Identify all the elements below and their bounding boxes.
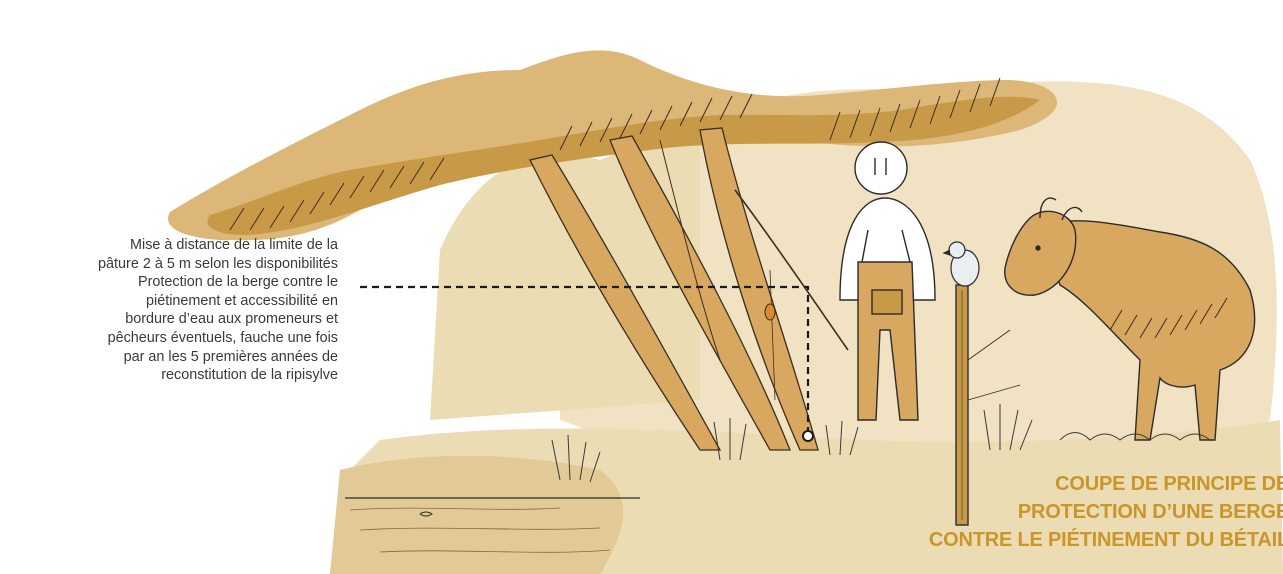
diagram-title: COUPE DE PRINCIPE DE PROTECTION D’UNE BE… [929,470,1283,554]
callout-line: Protection de la berge contre le [0,273,338,292]
title-line: PROTECTION D’UNE BERGE [929,498,1283,526]
callout-line: pêcheurs éventuels, fauche une fois [0,329,338,348]
callout-line: bordure d’eau aux promeneurs et [0,310,338,329]
callout-endpoint [803,431,813,441]
callout-text: Mise à distance de la limite de la pâtur… [0,236,338,385]
callout-line: Mise à distance de la limite de la [0,236,338,255]
title-line: COUPE DE PRINCIPE DE [929,470,1283,498]
callout-line: piétinement et accessibilité en [0,292,338,311]
callout-line: reconstitution de la ripisylve [0,366,338,385]
bank-soil [330,456,623,574]
title-line: CONTRE LE PIÉTINEMENT DU BÉTAIL [929,526,1283,554]
callout-line: par an les 5 premières années de [0,348,338,367]
callout-line: pâture 2 à 5 m selon les disponibilités [0,255,338,274]
